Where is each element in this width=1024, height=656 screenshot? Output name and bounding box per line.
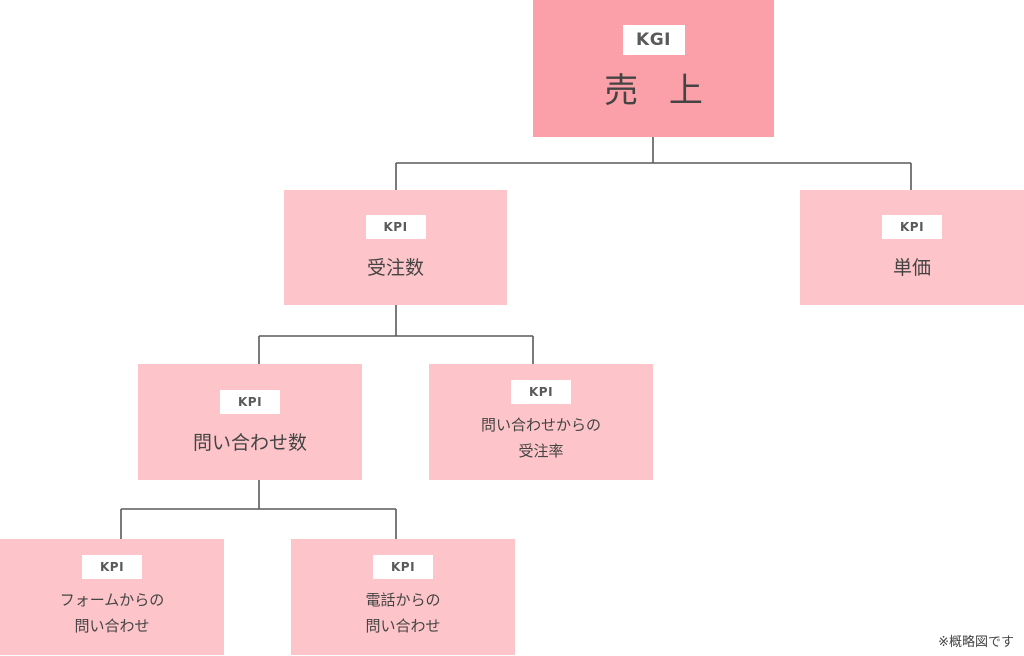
- kpi-inquiry-conversion-node: KPI 問い合わせからの 受注率: [429, 364, 653, 480]
- kpi-phone-inquiries-node: KPI 電話からの 問い合わせ: [291, 539, 515, 655]
- kpi-unit-price-node: KPI 単価: [800, 190, 1024, 305]
- phone-inquiries-label: 電話からの 問い合わせ: [365, 591, 441, 635]
- kpi-tag: KPI: [882, 215, 942, 239]
- orders-label: 受注数: [366, 257, 424, 279]
- kpi-orders-node: KPI 受注数: [284, 190, 507, 305]
- kpi-tag: KPI: [373, 555, 433, 579]
- unit-price-label: 単価: [892, 257, 931, 279]
- kpi-tag: KPI: [511, 380, 571, 404]
- sales-label: 売 上: [604, 71, 713, 111]
- kpi-tag: KPI: [82, 555, 142, 579]
- kpi-inquiries-node: KPI 問い合わせ数: [138, 364, 362, 480]
- inquiry-conversion-label: 問い合わせからの 受注率: [480, 416, 601, 460]
- inquiries-label: 問い合わせ数: [192, 431, 307, 454]
- connector-root: [395, 137, 912, 190]
- form-inquiries-label: フォームからの 問い合わせ: [59, 591, 165, 635]
- kpi-form-inquiries-node: KPI フォームからの 問い合わせ: [0, 539, 224, 655]
- kpi-tag: KPI: [365, 215, 426, 239]
- kgi-tag: KGI: [622, 25, 685, 55]
- kgi-sales-node: KGI 売 上: [533, 0, 774, 137]
- connector-inquiries: [120, 480, 397, 539]
- note-text: ※概略図です: [938, 635, 1014, 650]
- connector-orders: [258, 305, 534, 364]
- kpi-tag: KPI: [220, 389, 280, 414]
